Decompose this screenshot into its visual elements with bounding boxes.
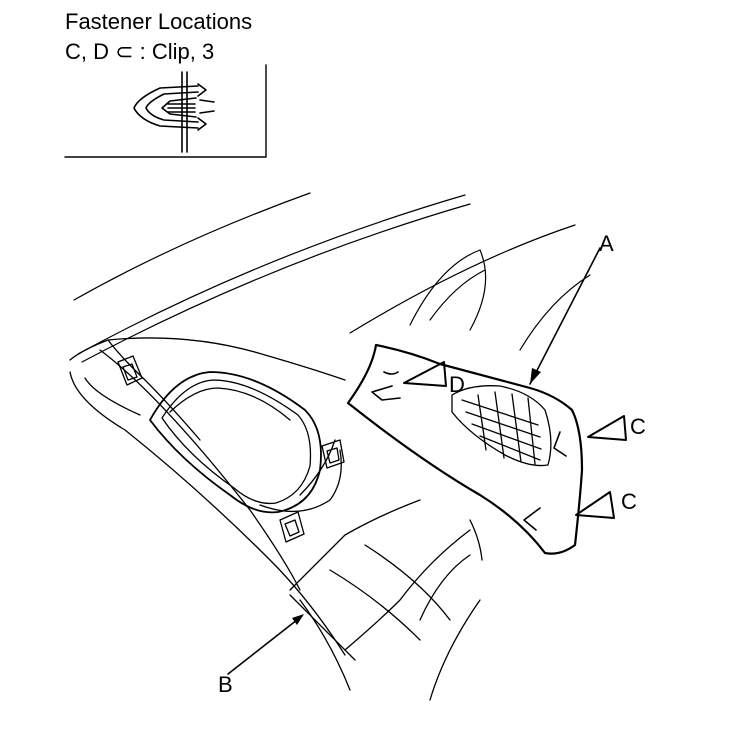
dashboard-panel-b <box>69 337 483 701</box>
callout-a: A <box>599 231 614 256</box>
clip-icon <box>133 71 215 153</box>
legend-title: Fastener Locations <box>65 9 253 34</box>
clip-marks <box>371 371 567 531</box>
callout-arrows <box>227 247 601 675</box>
side-trim-a <box>346 343 584 555</box>
callout-c-lower: C <box>621 489 637 514</box>
clip-triangle-c-lower <box>575 491 615 519</box>
callout-b: B <box>218 672 233 697</box>
callout-c-upper: C <box>630 414 646 439</box>
legend-frame <box>64 64 267 158</box>
callout-d: D <box>449 372 465 397</box>
clip-triangle-d <box>403 361 447 387</box>
windshield-lines <box>73 192 591 363</box>
clip-triangle-c-upper <box>587 415 627 441</box>
vent-grille <box>451 385 552 467</box>
legend-clip-line: C, D ⊂ : Clip, 3 <box>65 39 215 64</box>
